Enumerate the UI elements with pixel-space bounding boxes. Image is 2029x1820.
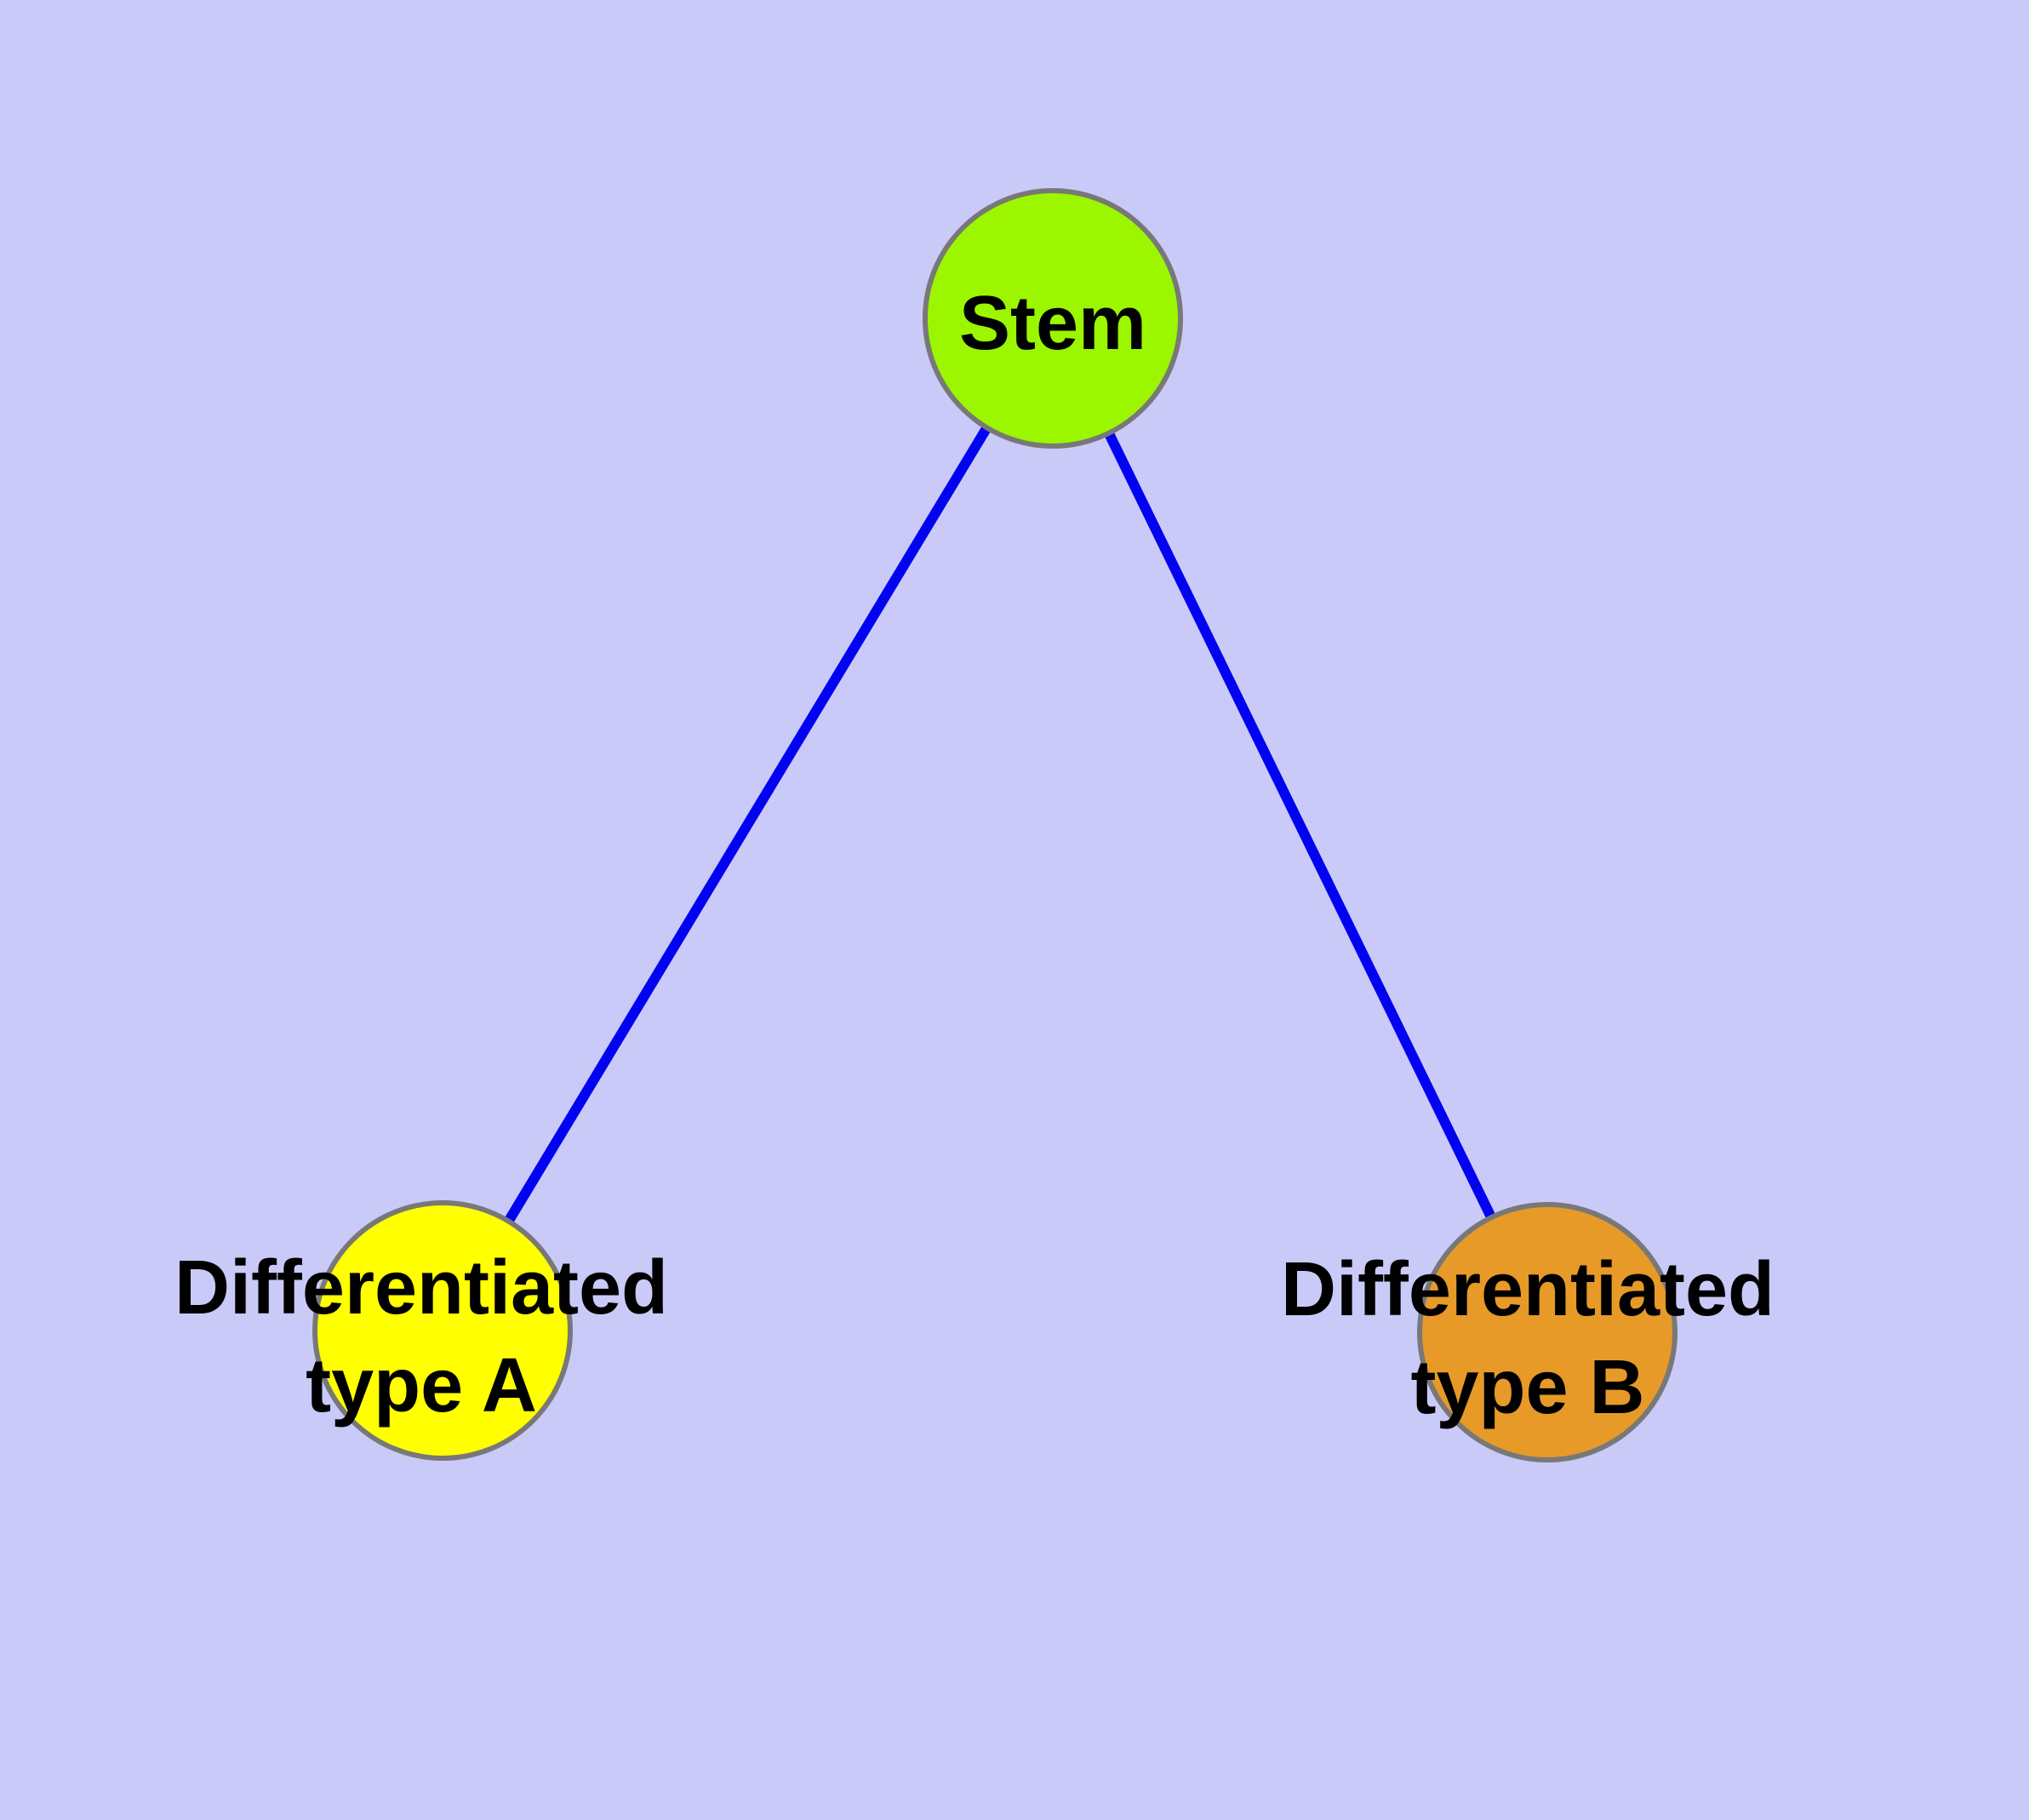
stem-node[interactable] xyxy=(923,188,1183,449)
type-b-node[interactable] xyxy=(1417,1202,1677,1462)
type-b-label-line2: type B xyxy=(1410,1345,1644,1430)
type-a-label-line1: Differentiated xyxy=(174,1245,668,1331)
type-a-node[interactable] xyxy=(312,1200,573,1461)
type-b-label-line1: Differentiated xyxy=(1281,1247,1775,1332)
edge-stem-to-type-b xyxy=(1048,316,1552,1335)
stem-node-label: Stem xyxy=(959,281,1146,366)
type-a-label-line2: type A xyxy=(306,1343,537,1428)
edge-stem-to-type-a xyxy=(437,315,1058,1334)
